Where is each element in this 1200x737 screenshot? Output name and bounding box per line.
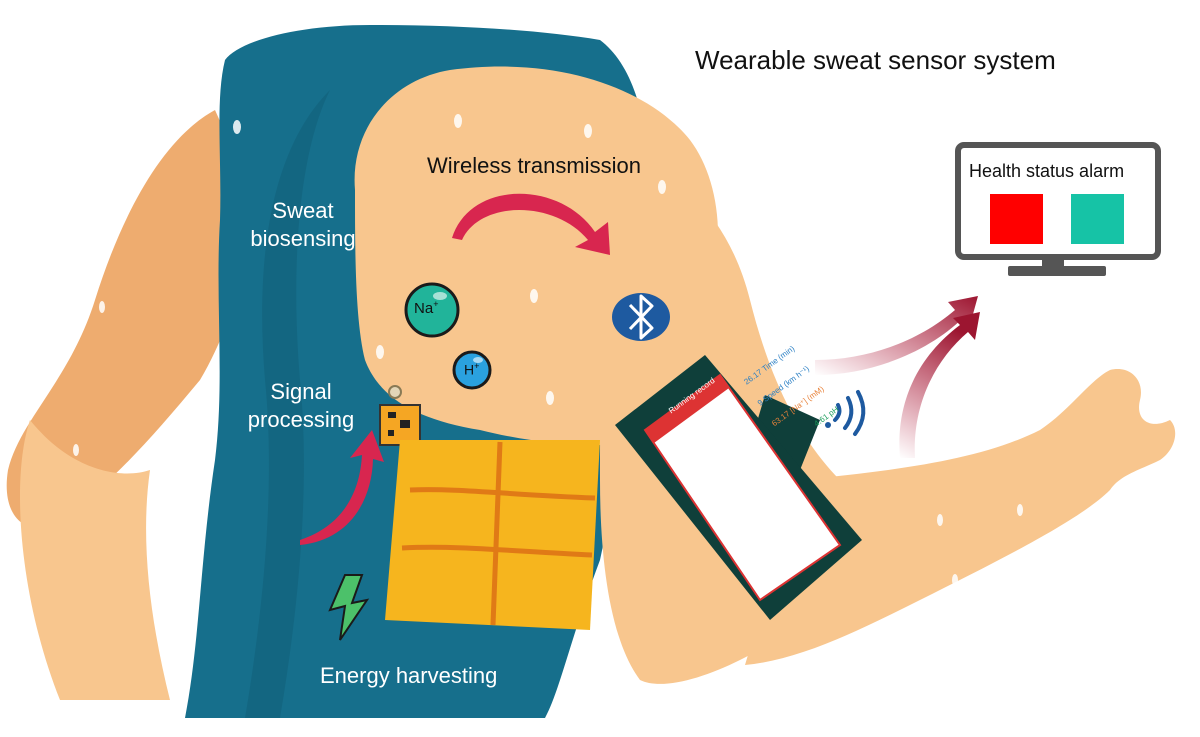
sweat-drops xyxy=(73,114,1023,586)
left-arm xyxy=(6,110,256,528)
circuit-board xyxy=(379,385,421,446)
alarm-teal xyxy=(1071,194,1124,244)
energy-pad xyxy=(385,440,600,630)
sodium-ion-charge: + xyxy=(433,299,439,309)
signal-processing-line2: processing xyxy=(247,406,355,432)
diagram-title: Wearable sweat sensor system xyxy=(695,45,1056,75)
reading-1-unit1: Time xyxy=(760,355,780,374)
sweat-biosensing-line2: biosensing xyxy=(250,225,356,251)
fade-arrow-horizontal xyxy=(815,296,978,375)
sweat-biosensing-line1: Sweat xyxy=(272,198,334,223)
sodium-ion-label: Na+ xyxy=(414,299,438,319)
hydrogen-ion-base: H xyxy=(464,361,475,378)
lightning-icon xyxy=(328,574,370,641)
shirt-fold-shadow xyxy=(245,90,330,718)
reading-2-unit2: (km h⁻¹) xyxy=(781,364,812,389)
reading-4-unit1: pH xyxy=(826,404,841,418)
left-forearm xyxy=(20,420,170,700)
sweat-biosensing-label: Sweat biosensing xyxy=(238,197,368,252)
hydrogen-ion-label: H+ xyxy=(464,361,479,379)
wireless-transmission-label: Wireless transmission xyxy=(427,153,641,178)
hydrogen-ion-charge: + xyxy=(474,361,480,371)
reading-3-unit1: [Na⁺] xyxy=(788,396,809,416)
reading-3-value: 63.17 xyxy=(770,409,792,429)
signal-processing-line1: Signal xyxy=(270,379,332,404)
wireless-arrow xyxy=(452,193,610,255)
right-forearm xyxy=(745,369,1176,665)
signal-processing-label: Signal processing xyxy=(236,378,366,433)
monitor-title: Health status alarm xyxy=(969,161,1125,181)
sodium-ion-base: Na xyxy=(414,300,434,317)
reading-1-value: 26.17 xyxy=(742,367,764,387)
fade-arrow-vertical xyxy=(899,312,980,458)
bluetooth-icon xyxy=(612,293,670,341)
alarm-red xyxy=(990,194,1043,244)
energy-arrow xyxy=(300,430,384,545)
phone-armband xyxy=(615,355,862,620)
sodium-ion-icon xyxy=(404,282,460,338)
monitor-icon xyxy=(955,142,1161,276)
reading-1-unit2: (min) xyxy=(776,343,797,362)
wifi-signal-icon xyxy=(825,390,866,436)
energy-harvesting-label: Energy harvesting xyxy=(320,663,498,688)
reading-3-unit2: (mM) xyxy=(805,384,826,403)
reading-2-unit1: Speed xyxy=(761,382,786,404)
reading-4-value: 4.61 xyxy=(812,411,831,429)
hydrogen-ion-icon xyxy=(452,350,492,390)
